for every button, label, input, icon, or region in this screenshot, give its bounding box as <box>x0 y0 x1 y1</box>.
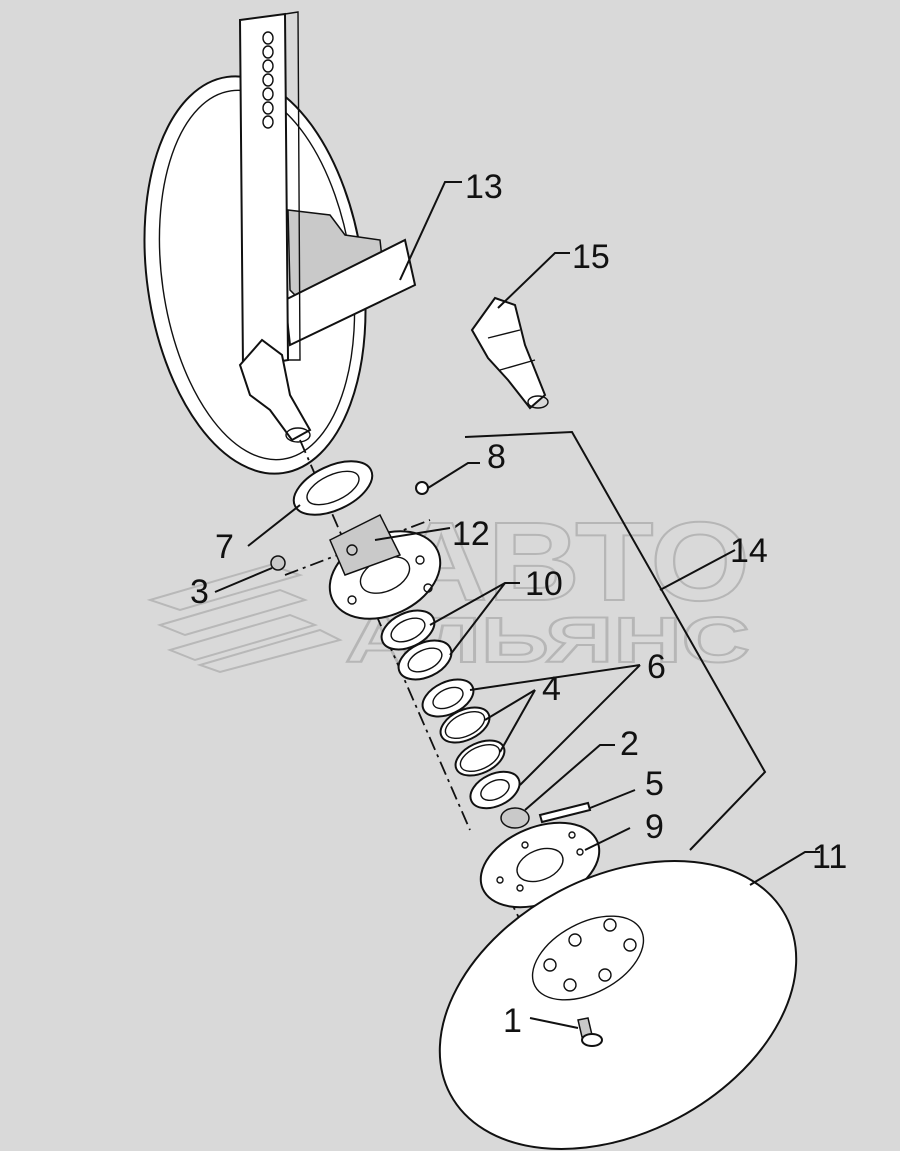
callout-labels: 13 15 8 7 12 14 3 10 6 4 2 5 9 11 1 <box>190 168 847 1040</box>
leader-9 <box>584 827 631 851</box>
leader-8 <box>427 462 480 489</box>
leader-13 <box>399 181 462 281</box>
leader-2 <box>524 744 615 811</box>
leader-15 <box>497 252 570 309</box>
aux-axis <box>284 519 431 576</box>
callout-8: 8 <box>487 438 506 476</box>
part-15-axle <box>470 296 549 410</box>
leader-11 <box>749 851 820 886</box>
callout-7: 7 <box>215 528 234 566</box>
watermark-line1: АВТО <box>395 499 750 624</box>
part-12-hub <box>328 513 442 620</box>
axle-spindle-13 <box>238 338 312 442</box>
leader-7 <box>247 504 301 547</box>
callout-6: 6 <box>647 648 666 686</box>
callout-13: 13 <box>465 168 503 206</box>
callout-4: 4 <box>542 670 561 708</box>
leader-12 <box>374 527 451 541</box>
callout-14: 14 <box>730 532 768 570</box>
callout-1: 1 <box>503 1002 522 1040</box>
callout-5: 5 <box>645 765 664 803</box>
leader-10b <box>449 582 506 656</box>
callout-2: 2 <box>620 725 639 763</box>
adjustment-holes <box>262 31 274 129</box>
part-3-nut <box>270 555 286 571</box>
callout-10: 10 <box>525 565 563 603</box>
leader-5 <box>589 789 636 809</box>
bracket-14 <box>464 430 767 851</box>
leader-lines <box>214 181 820 1029</box>
part-6-bearing <box>421 678 521 810</box>
part-7-seal <box>292 460 374 516</box>
stand-post <box>238 12 290 370</box>
leader-1 <box>529 1017 579 1029</box>
callout-11: 11 <box>812 838 847 876</box>
leader-4b <box>499 689 536 753</box>
part-10-bearings <box>380 609 453 681</box>
watermark: АВТО АЛЬЯНС <box>146 498 751 677</box>
part-13-frame-assembly <box>143 11 417 475</box>
callout-15: 15 <box>572 238 610 276</box>
callout-3: 3 <box>190 573 209 611</box>
part-11-disc <box>438 860 798 1150</box>
leader-3 <box>214 567 273 593</box>
part-2-castle-nut <box>500 807 530 829</box>
leader-4a <box>484 689 536 721</box>
leader-6b <box>519 664 641 786</box>
part-1-bolt <box>577 1017 603 1047</box>
callout-9: 9 <box>645 808 664 846</box>
assembly-axis <box>299 439 471 831</box>
part-5-cotter-pin <box>538 801 592 824</box>
callout-12: 12 <box>452 515 490 553</box>
part-8-grease-fitting <box>415 481 429 495</box>
leader-6a <box>469 664 641 691</box>
leader-14 <box>659 549 736 591</box>
watermark-logo <box>146 563 343 674</box>
